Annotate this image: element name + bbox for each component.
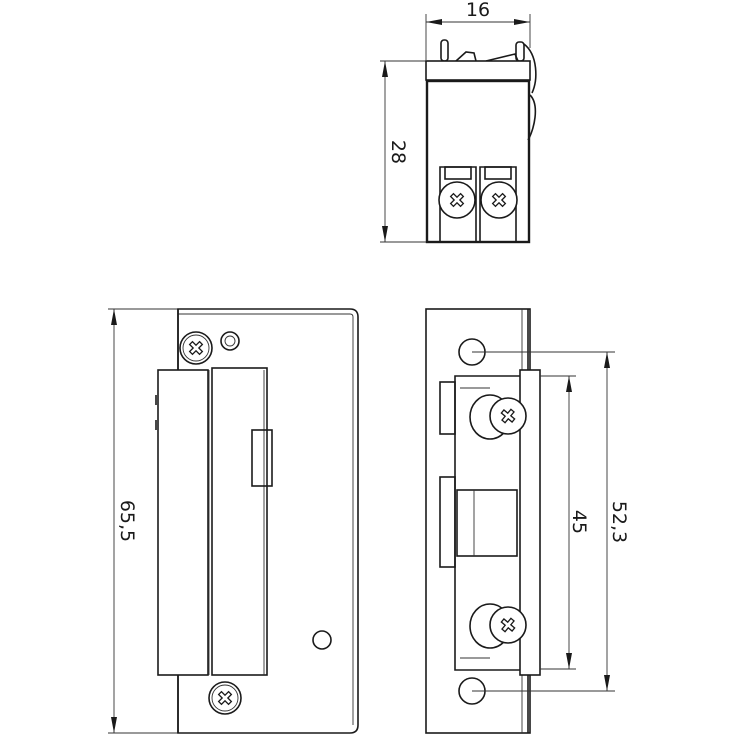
dimension-outer-label: 52,3 <box>608 501 630 543</box>
side-view: 45 52,3 <box>425 308 630 734</box>
dimension-height: 28 <box>380 60 426 243</box>
dimension-front-height: 65,5 <box>108 308 178 734</box>
dimension-height-label: 28 <box>387 140 409 164</box>
front-view: 65,5 <box>108 308 359 734</box>
side-screw-bottom <box>469 603 527 649</box>
dimension-inner: 45 <box>540 375 590 670</box>
terminal-left <box>438 166 477 242</box>
side-screw-top <box>469 394 527 440</box>
dimension-width: 16 <box>425 0 531 60</box>
dimension-front-height-label: 65,5 <box>116 500 138 542</box>
dimension-width-label: 16 <box>466 0 490 21</box>
dimension-outer: 52,3 <box>472 351 630 692</box>
top-view: 16 28 <box>380 0 537 244</box>
terminal-right <box>479 166 518 242</box>
dimension-inner-label: 45 <box>568 510 590 534</box>
